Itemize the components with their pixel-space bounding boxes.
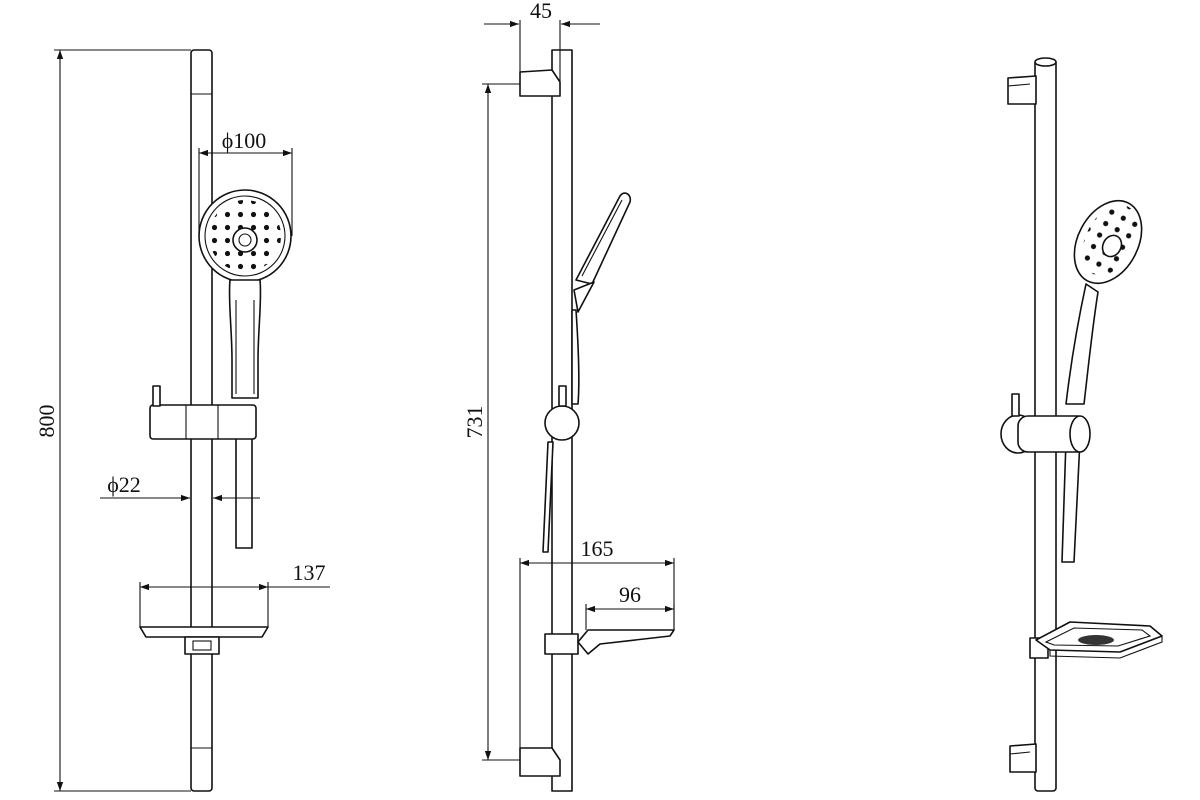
persp-slider	[1000, 393, 1091, 454]
persp-hose	[1061, 439, 1081, 563]
dim-96: 96	[585, 582, 675, 630]
dim-phi100: ϕ100	[198, 128, 293, 236]
persp-soap-tray	[1029, 621, 1163, 659]
bottom-bracket	[519, 747, 561, 777]
dim-731-label: 731	[462, 406, 487, 439]
side-view: 45 731 165 96	[462, 0, 675, 792]
dim-96-label: 96	[619, 582, 641, 607]
soap-tray	[139, 626, 269, 655]
dim-phi22-label: ϕ22	[107, 472, 141, 497]
side-slider-knob	[544, 385, 580, 441]
dim-phi100-label: ϕ100	[222, 128, 267, 153]
perspective-view	[1000, 57, 1163, 792]
hand-shower-head	[198, 189, 292, 399]
side-hand-shower	[571, 192, 632, 405]
dim-137: 137	[139, 560, 330, 627]
dim-45-label: 45	[530, 0, 552, 23]
persp-hand-shower	[1065, 199, 1143, 405]
top-bracket	[519, 69, 561, 97]
dim-45: 45	[484, 0, 600, 82]
dim-731: 731	[462, 83, 520, 761]
slider-bracket	[149, 385, 257, 440]
persp-bottom-bracket	[1009, 743, 1037, 773]
front-view: 800 ϕ100 ϕ22 137	[34, 49, 330, 792]
dim-800-label: 800	[34, 405, 59, 438]
side-hose	[542, 441, 554, 553]
dim-137-label: 137	[293, 560, 326, 585]
side-soap-tray	[544, 629, 675, 655]
dim-800: 800	[34, 49, 191, 792]
dim-165-label: 165	[581, 536, 614, 561]
dim-phi22: ϕ22	[100, 472, 260, 502]
persp-top-bracket	[1007, 75, 1037, 105]
